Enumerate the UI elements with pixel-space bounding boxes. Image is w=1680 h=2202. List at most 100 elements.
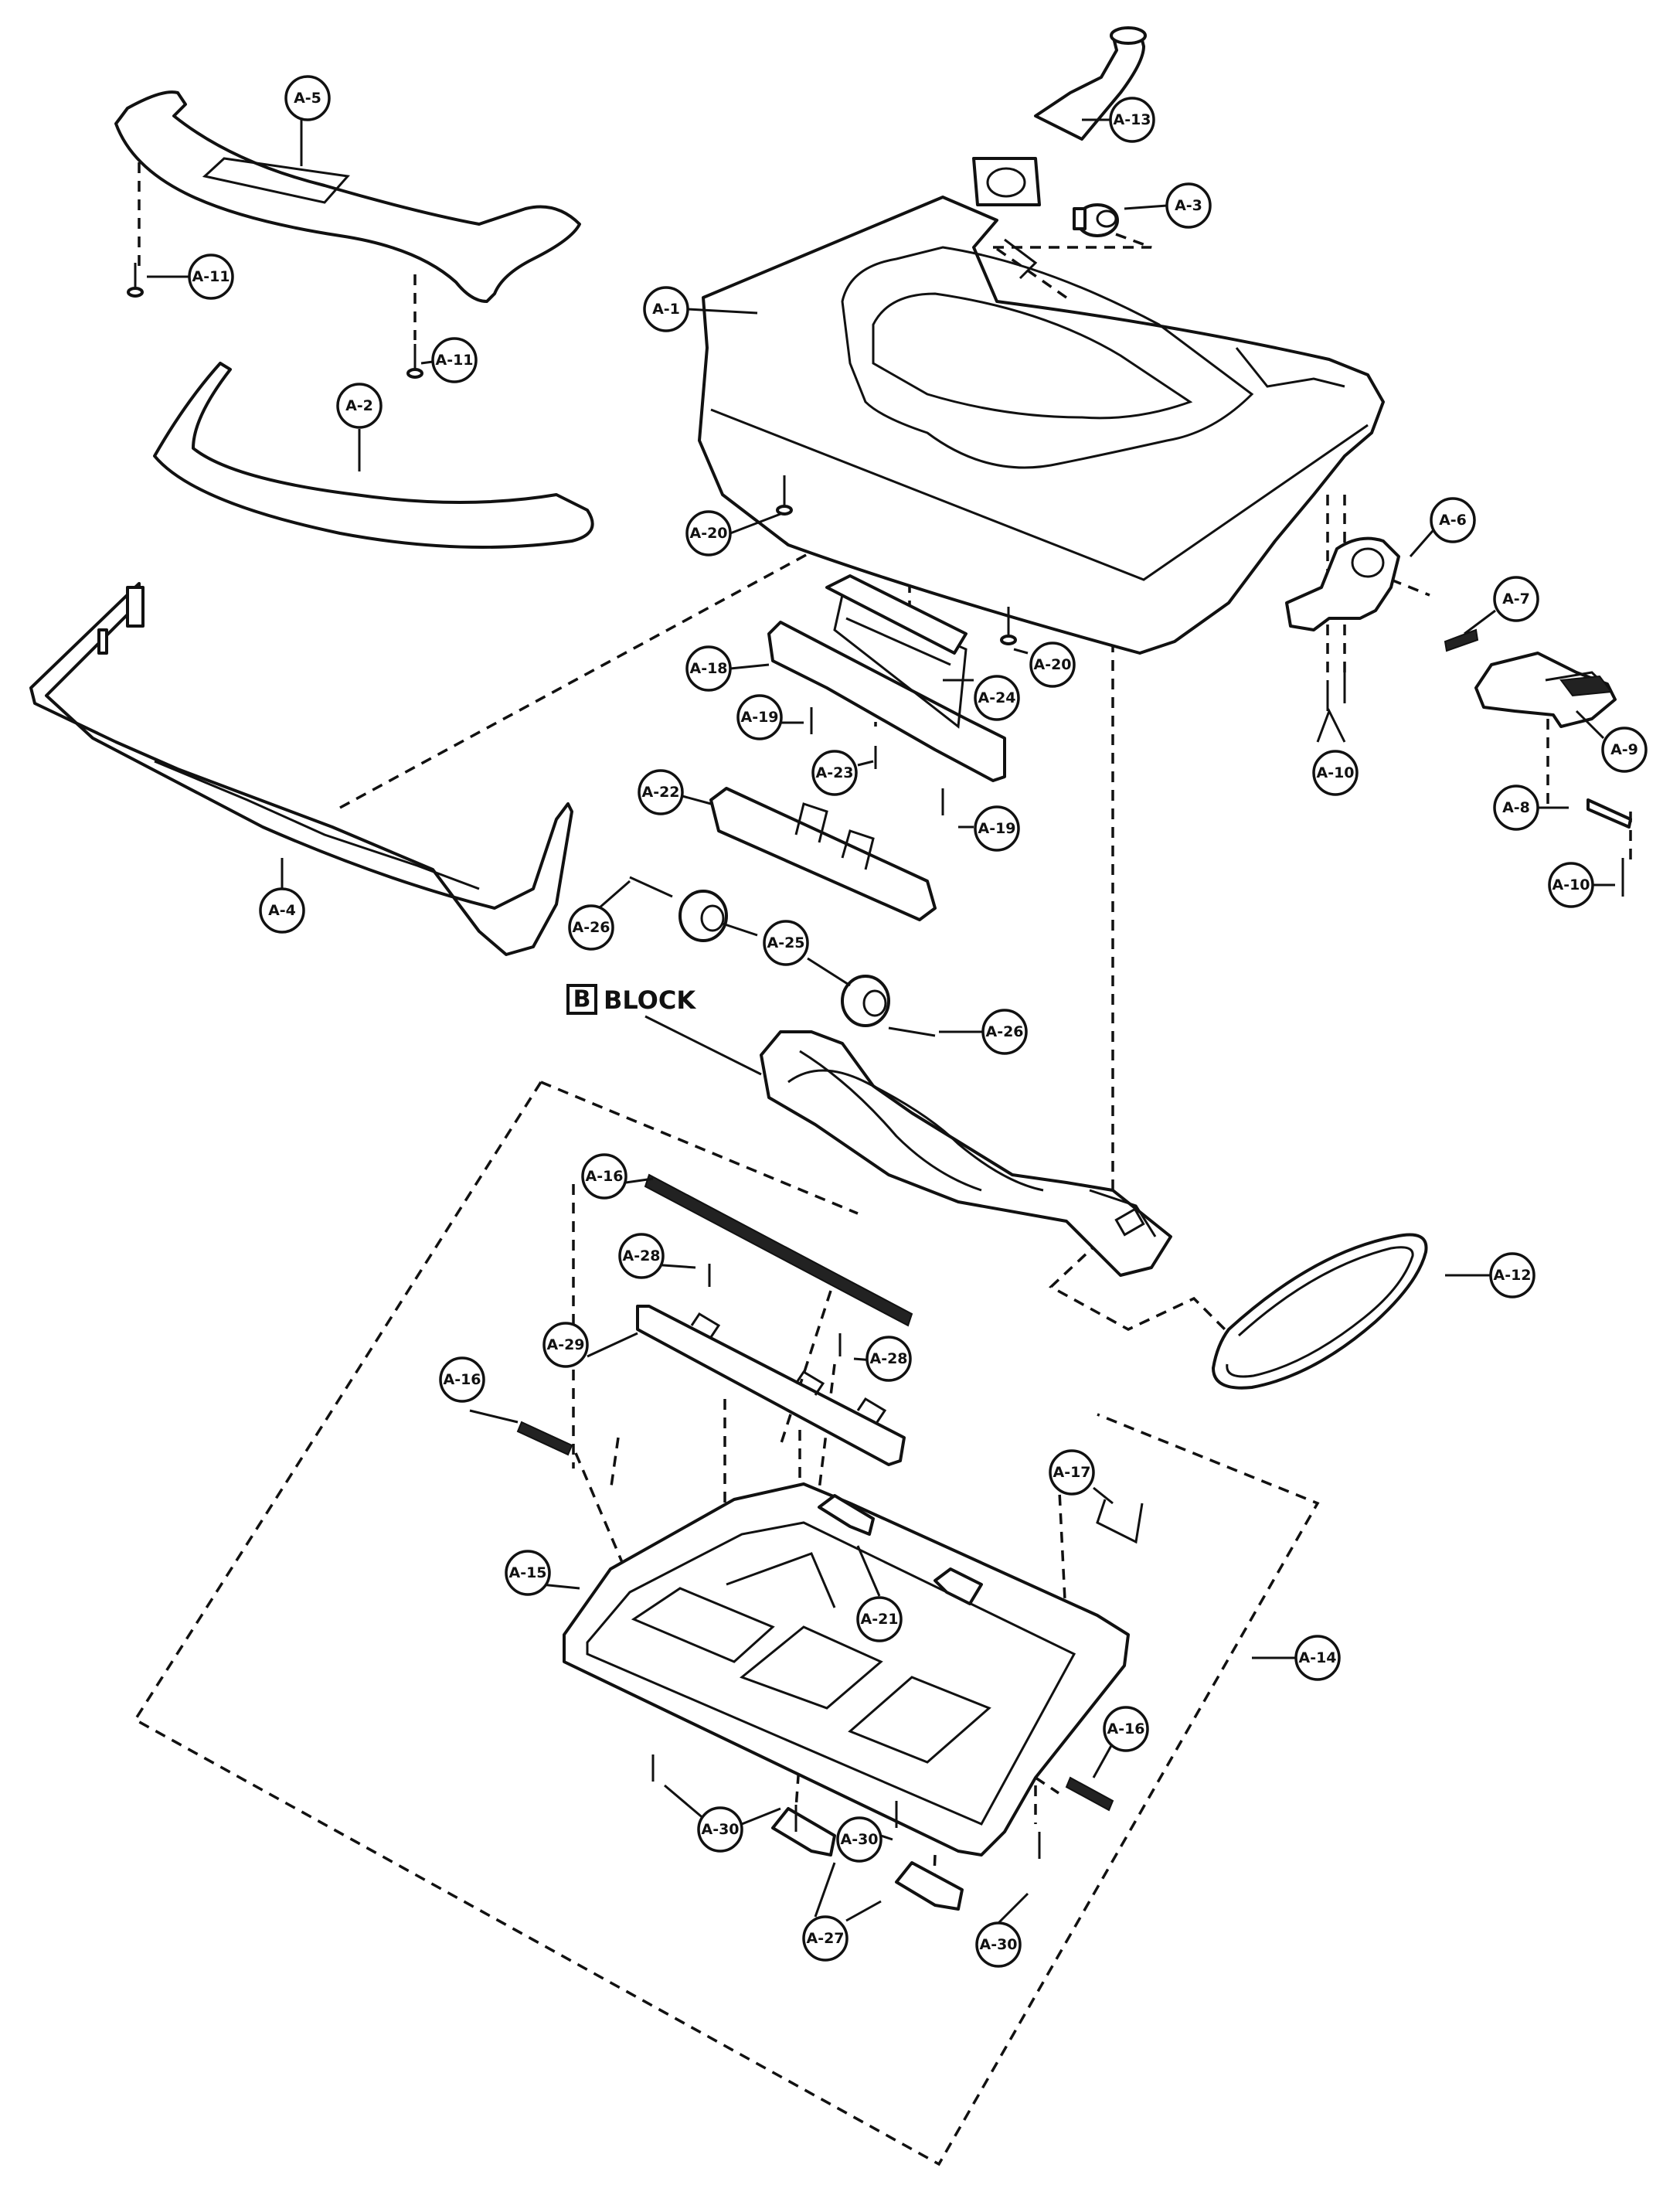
- callout-label: A-18: [689, 660, 727, 677]
- callout-label: A-26: [985, 1023, 1023, 1040]
- callout-label: A-5: [294, 90, 321, 107]
- callout-label: A-30: [840, 1831, 878, 1848]
- callout-label: A-10: [1316, 764, 1354, 781]
- callout-label: A-4: [268, 902, 296, 919]
- callout-label: A-30: [979, 1936, 1017, 1953]
- callout-label: A-22: [641, 784, 679, 801]
- callout-a12: A-12: [1489, 1252, 1535, 1298]
- clip-part: [818, 1494, 983, 1605]
- callout-a23: A-23: [811, 750, 858, 796]
- callout-a30-mid: A-30: [836, 1816, 883, 1863]
- callout-label: A-9: [1610, 741, 1638, 758]
- bumper-part: [29, 582, 573, 956]
- callout-label: A-11: [192, 268, 230, 285]
- callout-a7: A-7: [1493, 576, 1539, 622]
- callout-label: A-29: [546, 1336, 584, 1353]
- base-housing-part: [698, 196, 1385, 655]
- callout-a28-left: A-28: [618, 1233, 665, 1279]
- screw-part: [776, 475, 793, 516]
- screw-part: [651, 1754, 1041, 1859]
- callout-a11-left: A-11: [188, 254, 234, 300]
- callout-label: A-10: [1552, 876, 1590, 893]
- roller-part: [841, 975, 890, 1027]
- callout-label: A-25: [767, 934, 804, 951]
- callout-a14: A-14: [1294, 1635, 1341, 1681]
- callout-a16-right: A-16: [1103, 1706, 1149, 1752]
- callout-a2: A-2: [336, 383, 383, 429]
- callout-a18: A-18: [685, 645, 732, 692]
- pedal-bracket-part: [1285, 536, 1400, 631]
- foot-part: [771, 1807, 964, 1911]
- axle-part: [629, 876, 936, 1037]
- filter-frame-part: [767, 574, 1006, 782]
- callout-a10-pair: A-10: [1312, 750, 1359, 796]
- callout-a10-right: A-10: [1548, 862, 1594, 908]
- callout-label: A-17: [1053, 1464, 1090, 1481]
- screw-part: [1000, 607, 1017, 645]
- callout-a29: A-29: [542, 1322, 589, 1368]
- callout-label: A-7: [1502, 590, 1530, 608]
- callout-label: A-20: [689, 525, 727, 542]
- fitting-part: [1073, 203, 1119, 237]
- callout-a19-left: A-19: [736, 694, 783, 740]
- callout-label: A-11: [435, 352, 473, 369]
- callout-a15: A-15: [505, 1550, 551, 1596]
- callout-a16-left: A-16: [439, 1356, 485, 1403]
- brushroll-part: [760, 1030, 1172, 1277]
- pin-part: [1586, 798, 1632, 829]
- callout-label: A-24: [978, 689, 1015, 706]
- callout-a6: A-6: [1430, 497, 1476, 543]
- leader-lines: [147, 118, 1615, 1926]
- block-letter: B: [573, 986, 591, 1013]
- callout-a26-right: A-26: [981, 1009, 1028, 1055]
- callout-label: A-19: [978, 820, 1015, 837]
- block-label: B BLOCK: [566, 984, 696, 1015]
- callout-label: A-23: [815, 764, 853, 781]
- callout-label: A-20: [1033, 656, 1071, 673]
- bristle-strip-part: [516, 1421, 573, 1456]
- screw-part: [708, 1264, 842, 1356]
- callout-a8: A-8: [1493, 784, 1539, 831]
- handle-cover-part: [114, 90, 581, 303]
- callout-a25: A-25: [763, 920, 809, 966]
- callout-label: A-30: [701, 1821, 739, 1838]
- pedal-part: [1474, 652, 1617, 728]
- callout-a24: A-24: [974, 675, 1020, 721]
- callout-label: A-12: [1493, 1267, 1531, 1284]
- callout-a5: A-5: [284, 75, 331, 121]
- callout-label: A-8: [1502, 799, 1530, 816]
- screw-part: [406, 344, 423, 379]
- sole-plate-part: [563, 1482, 1130, 1857]
- callout-label: A-16: [443, 1371, 481, 1388]
- callout-a9: A-9: [1601, 727, 1648, 773]
- callout-a21: A-21: [856, 1596, 903, 1642]
- callout-a27: A-27: [802, 1915, 849, 1962]
- callout-a20-right: A-20: [1029, 642, 1076, 688]
- callout-label: A-1: [652, 301, 680, 318]
- callout-a30-right: A-30: [975, 1921, 1022, 1968]
- screw-part: [810, 707, 944, 815]
- callout-label: A-16: [585, 1168, 623, 1185]
- callout-a26-left: A-26: [568, 904, 614, 951]
- callout-a3: A-3: [1165, 182, 1212, 229]
- callout-label: A-2: [345, 397, 373, 414]
- bristle-strip-part: [1065, 1776, 1114, 1812]
- callout-label: A-21: [860, 1611, 898, 1628]
- callout-label: A-19: [740, 709, 778, 726]
- callout-label: A-15: [508, 1564, 546, 1581]
- callout-a22: A-22: [638, 769, 684, 815]
- spring-part: [1444, 628, 1479, 652]
- callout-label: A-16: [1107, 1720, 1144, 1737]
- callout-label: A-3: [1175, 197, 1202, 214]
- callout-a11-mid: A-11: [431, 337, 478, 383]
- callout-a30-left: A-30: [697, 1806, 743, 1853]
- block-letter-box: [566, 984, 597, 1015]
- callout-label: A-28: [869, 1350, 907, 1367]
- callout-a1: A-1: [643, 286, 689, 332]
- brush-support-part: [709, 787, 937, 921]
- callout-a19-right: A-19: [974, 805, 1020, 852]
- curved-trim-part: [153, 362, 594, 549]
- callout-label: A-14: [1298, 1649, 1336, 1666]
- roller-part: [678, 890, 728, 942]
- block-text: BLOCK: [604, 985, 696, 1015]
